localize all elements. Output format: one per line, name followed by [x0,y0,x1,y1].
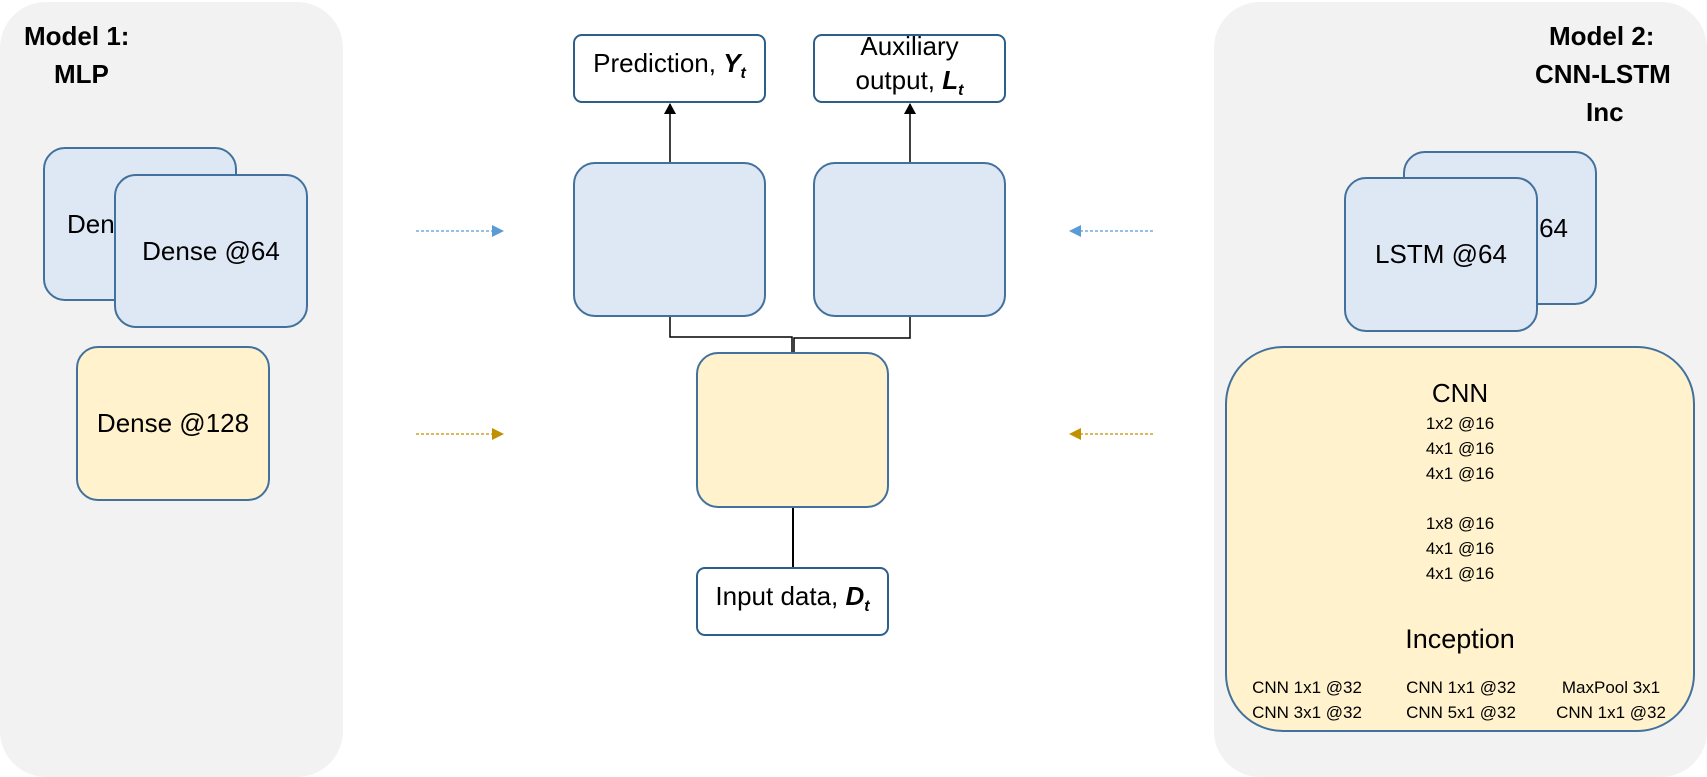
inception-column-1: CNN 1x1 @32 CNN 3x1 @32 [1237,675,1377,725]
cnn-layer: 4x1 @16 [1425,564,1495,583]
prediction-prefix: Prediction, [593,47,724,78]
input-subscript: t [864,598,870,616]
cnn-layer: 4x1 @16 [1425,539,1495,558]
inception-op: CNN 1x1 @32 [1556,703,1666,722]
cnn-group-1: 1x2 @16 4x1 @16 4x1 @16 [1227,411,1693,486]
input-data-label: Input data, Dt [696,567,889,636]
cnn-layer: 4x1 @16 [1425,464,1495,483]
cnn-inception-block: CNN 1x2 @16 4x1 @16 4x1 @16 1x8 @16 4x1 … [1225,346,1695,732]
arrowhead-prediction [664,103,676,114]
input-variable: D [845,580,865,611]
model2-title-line3: Inc [1586,97,1624,127]
inception-op: CNN 5x1 @32 [1406,703,1516,722]
branch-left [669,316,793,352]
model2-gold-arrowhead [1069,428,1081,440]
dense-64-front-label: Dense @64 [142,235,280,266]
prediction-subscript: t [740,65,746,83]
aux-subscript: t [958,82,964,100]
cnn-group-2: 1x8 @16 4x1 @16 4x1 @16 [1227,511,1693,586]
cnn-layer: 4x1 @16 [1425,439,1495,458]
dense-64-front-block: Dense @64 [114,174,308,328]
aux-variable: L [942,64,959,95]
lstm-64-front-block: LSTM @64 [1344,177,1538,332]
inception-op: CNN 1x1 @32 [1406,678,1516,697]
model1-title-line2: MLP [54,59,109,89]
model2-title-line1: Model 2: [1549,21,1655,51]
model2-blue-arrowhead [1069,225,1081,237]
model1-blue-arrowhead [492,225,504,237]
inception-op: MaxPool 3x1 [1561,678,1661,697]
dense-128-label: Dense @128 [96,408,250,438]
model1-gold-arrowhead [492,428,504,440]
auxiliary-head-block [813,162,1006,317]
model2-title-line2: CNN-LSTM [1535,59,1671,89]
inception-op: CNN 3x1 @32 [1252,703,1362,722]
cnn-layer: 1x2 @16 [1425,414,1495,433]
model1-title-line1: Model 1: [24,21,130,51]
prediction-output-label: Prediction, Yt [573,34,766,103]
aux-line1: Auxiliary [860,30,959,61]
dense-128-block: Dense @128 [76,346,270,501]
prediction-head-block [573,162,766,317]
input-prefix: Input data, [715,580,846,611]
inception-op: CNN 1x1 @32 [1252,678,1362,697]
inception-title: Inception [1405,624,1515,654]
inception-column-3: MaxPool 3x1 CNN 1x1 @32 [1541,675,1681,725]
branch-right [793,316,911,352]
lstm-64-front-label: LSTM @64 [1375,239,1507,269]
arrowhead-aux [904,103,916,114]
auxiliary-output-label: Auxiliary output, Lt [813,31,1006,103]
prediction-variable: Y [723,47,741,78]
aux-prefix: output, [855,64,943,95]
cnn-title: CNN [1431,378,1489,408]
cnn-layer: 1x8 @16 [1425,514,1495,533]
inception-column-2: CNN 1x1 @32 CNN 5x1 @32 [1391,675,1531,725]
shared-encoder-block [696,352,889,508]
